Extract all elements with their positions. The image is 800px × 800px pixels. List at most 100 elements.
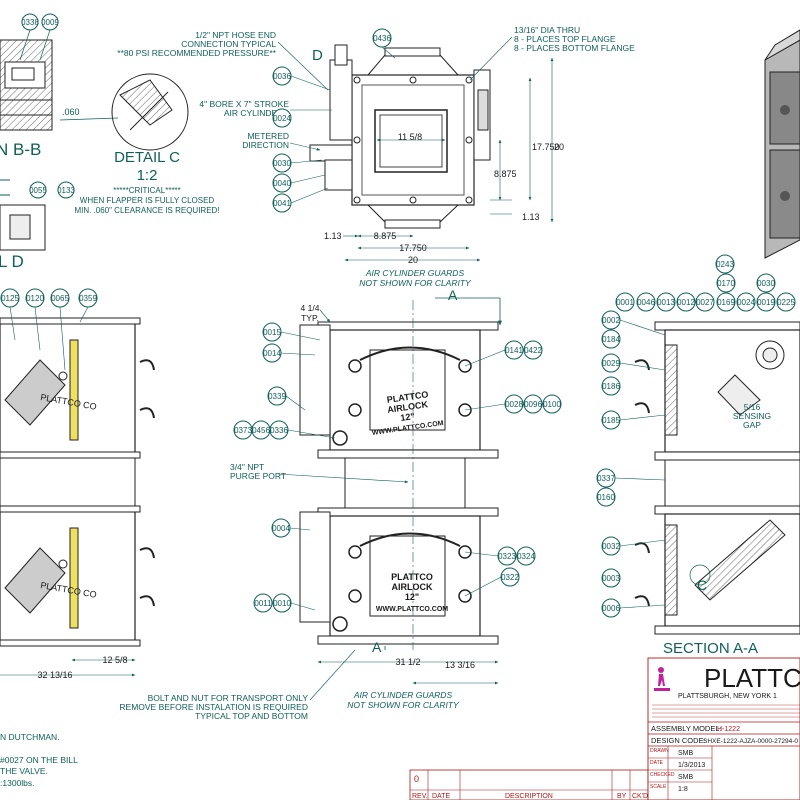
section-bb-view: N B-B [0, 39, 53, 159]
detail-c-note: WHEN FLAPPER IS FULLY CLOSED [80, 196, 215, 205]
dim-1-13-h: 1.13 [324, 231, 342, 241]
balloon: 0324 [517, 552, 535, 561]
top-view: D 11 5/8 17.750 20 8.875 1.13 1.13 8.875… [117, 25, 635, 288]
dim-11-5-8: 11 5/8 [398, 132, 422, 142]
field-label: DRAWN [650, 748, 669, 754]
design-code-label: DESIGN CODE: [651, 736, 706, 745]
balloon: 0141 [505, 346, 523, 355]
metered-note: DIRECTION [242, 140, 289, 150]
balloon: 0001 [616, 298, 634, 307]
cylinder-note: 4" BORE X 7" STROKE [199, 99, 289, 109]
sensing-gap-note: GAP [743, 420, 761, 430]
bolt-note: BOLT AND NUT FOR TRANSPORT ONLY [148, 693, 309, 703]
isometric-view [764, 29, 800, 259]
balloon: 0125 [1, 294, 19, 303]
rev-column-header: BY [617, 793, 627, 800]
guards-note: NOT SHOWN FOR CLARITY [347, 700, 460, 710]
note-line: THE VALVE. [0, 766, 48, 776]
field-label: DATE [650, 760, 664, 766]
sensing-gap-note: 5/16 [744, 402, 761, 412]
balloon: 0013 [657, 298, 675, 307]
balloon: 0041 [273, 199, 291, 208]
balloon: 0027 [696, 298, 714, 307]
balloon: 0030 [273, 159, 291, 168]
field-label: CHECKED [650, 772, 675, 778]
balloon: 0336 [270, 426, 288, 435]
hole-note: 13/16" DIA THRU [514, 25, 580, 35]
bolt-note: REMOVE BEFORE INSTALATION IS REQUIRED [119, 702, 308, 712]
purge-note: PURGE PORT [230, 471, 286, 481]
detail-c-scale: 1:2 [137, 167, 158, 184]
guards-note: AIR CYLINDER GUARDS [353, 690, 453, 700]
side-view: PLATTCO CO PLATTCO CO 0125 0120 0065 035… [0, 288, 155, 680]
balloon: 0010 [273, 599, 291, 608]
dim-8-875-h: 8.875 [374, 231, 397, 241]
design-code-value: SHXE-1222-AJZA-0000-27294-0 [703, 738, 798, 745]
dim-13-3-16: 13 3/16 [445, 660, 475, 670]
hose-note: CONNECTION TYPICAL [181, 39, 276, 49]
nameplate-text: WWW.PLATTCO.COM [376, 606, 448, 613]
note-line: #0027 ON THE BILL [0, 755, 78, 765]
balloon: 0019 [757, 298, 775, 307]
balloon: 0028 [505, 400, 523, 409]
balloon: 0011 [254, 599, 272, 608]
general-notes: N DUTCHMAN. #0027 ON THE BILL THE VALVE.… [0, 732, 78, 788]
balloon: 0030 [757, 279, 775, 288]
nameplate-text: AIRLOCK [392, 582, 433, 592]
bolt-note: TYPICAL TOP AND BOTTOM [195, 711, 308, 721]
rev-column-header: CK'D [632, 793, 648, 800]
sensing-gap-note: SENSING [733, 411, 771, 421]
assembly-model-label: ASSEMBLY MODEL: [651, 724, 722, 733]
rev-number: 0 [414, 774, 419, 784]
metered-note: METERED [247, 131, 289, 141]
balloon: 0024 [737, 298, 755, 307]
nameplate-text: 12" [405, 592, 419, 602]
view-letter-d: D [312, 47, 323, 64]
assembly-model-value: H-1222 [717, 726, 740, 733]
balloon: 0359 [79, 294, 97, 303]
dim-17-750-v: 17.750 [532, 142, 560, 152]
company-name: PLATTC [704, 663, 800, 693]
front-view: PLATTCO AIRLOCK 12" WWW.PLATTCO.COM PLAT… [119, 287, 562, 721]
dim-typ: TYP. [301, 313, 319, 323]
rev-column-header: DATE [432, 793, 450, 800]
detail-c-note: *****CRITICAL***** [113, 186, 181, 195]
balloon: 0046 [637, 298, 655, 307]
rev-column-header: DESCRIPTION [505, 793, 553, 800]
balloon: 0373 [234, 426, 252, 435]
balloon: 0169 [717, 298, 735, 307]
hole-note: 8 - PLACES TOP FLANGE [514, 34, 616, 44]
balloon: 0436 [373, 34, 391, 43]
hole-note: 8 - PLACES BOTTOM FLANGE [514, 43, 635, 53]
balloon: 0133 [57, 186, 75, 195]
balloon: 0338 [21, 18, 39, 27]
balloon: 0014 [263, 349, 281, 358]
field-label: SCALE [650, 784, 667, 790]
detail-c-dim-060: .060 [62, 107, 80, 117]
balloon: 0120 [26, 294, 44, 303]
dim-12-5-8: 12 5/8 [102, 655, 127, 665]
dim-17-750-h: 17.750 [399, 243, 427, 253]
dim-32-13-16: 32 13/16 [37, 670, 72, 680]
section-arrow-label: A [448, 287, 458, 303]
section-aa-view: C 5/16 SENSING GAP SECTION A-A 0243 0170… [596, 254, 800, 657]
balloon: 0170 [717, 279, 735, 288]
balloon: 0032 [602, 542, 620, 551]
balloon: 0009 [41, 18, 59, 27]
balloon: 0015 [263, 328, 281, 337]
balloon: 0040 [273, 179, 291, 188]
balloon: 0185 [602, 416, 620, 425]
balloon: 0065 [51, 294, 69, 303]
nameplate-text: PLATTCO [391, 572, 433, 582]
dim-20-v: 20 [554, 142, 564, 152]
balloon: 0337 [597, 474, 615, 483]
hose-note: **80 PSI RECOMMENDED PRESSURE** [117, 48, 276, 58]
nameplate-text: 12" [400, 411, 416, 423]
balloon: 0243 [716, 260, 734, 269]
detail-c-view: .060 DETAIL C 1:2 *****CRITICAL***** WHE… [59, 73, 220, 215]
drawn-by-value: SMB [678, 750, 694, 757]
balloon: 0004 [272, 524, 290, 533]
hose-note: 1/2" NPT HOSE END [195, 30, 276, 40]
balloon: 0323 [498, 552, 516, 561]
balloon: 0006 [602, 604, 620, 613]
